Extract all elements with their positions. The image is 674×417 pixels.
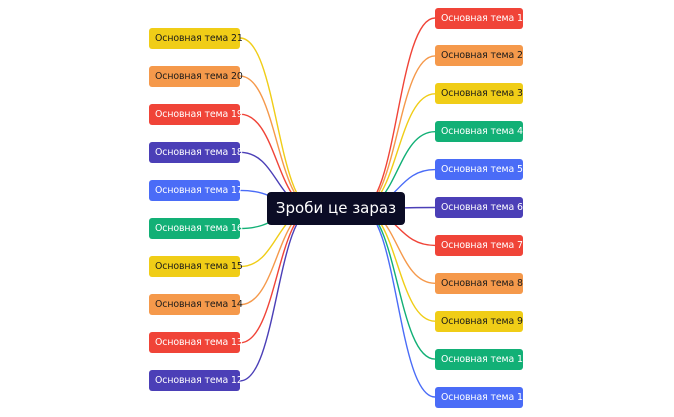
connector-right-1 <box>359 17 436 210</box>
topic-node-right-11[interactable]: Основная тема 11 <box>435 386 529 408</box>
topic-node-left-10[interactable]: Основная тема 12 <box>149 370 243 392</box>
topic-node-right-3[interactable]: Основная тема 3 <box>435 83 523 105</box>
topic-node-right-9[interactable]: Основная тема 9 <box>435 310 523 332</box>
topic-node-right-7[interactable]: Основная тема 7 <box>435 234 523 256</box>
topic-node-left-8[interactable]: Основная тема 14 <box>149 294 243 316</box>
topic-node-left-7[interactable]: Основная тема 15 <box>149 256 243 278</box>
topic-node-right-4[interactable]: Основная тема 4 <box>435 121 523 143</box>
connector-right-2 <box>359 55 436 210</box>
connector-left-2 <box>239 75 315 210</box>
topic-node-left-4[interactable]: Основная тема 18 <box>149 141 243 163</box>
topic-node-right-1[interactable]: Основная тема 1 <box>435 7 523 29</box>
connector-left-1 <box>239 37 315 210</box>
topic-node-left-1[interactable]: Основная тема 21 <box>149 27 243 49</box>
connector-right-10 <box>359 207 436 360</box>
topic-node-right-5[interactable]: Основная тема 5 <box>435 159 523 181</box>
topic-node-left-6[interactable]: Основная тема 16 <box>149 218 243 239</box>
topic-node-right-2[interactable]: Основная тема 2 <box>435 45 523 67</box>
topic-node-left-9[interactable]: Основная тема 13 <box>149 332 243 354</box>
topic-node-left-3[interactable]: Основная тема 19 <box>149 103 243 125</box>
topic-node-left-2[interactable]: Основная тема 20 <box>149 65 243 87</box>
topic-node-right-10[interactable]: Основная тема 10 <box>435 348 529 370</box>
connector-left-9 <box>239 207 315 344</box>
topic-node-right-6[interactable]: Основная тема 6 <box>435 197 523 218</box>
central-topic[interactable]: Зроби це зараз <box>267 192 405 225</box>
topic-node-right-8[interactable]: Основная тема 8 <box>435 272 523 294</box>
connector-left-10 <box>239 207 315 382</box>
topic-node-left-5[interactable]: Основная тема 17 <box>149 179 243 201</box>
connector-right-11 <box>359 207 436 398</box>
